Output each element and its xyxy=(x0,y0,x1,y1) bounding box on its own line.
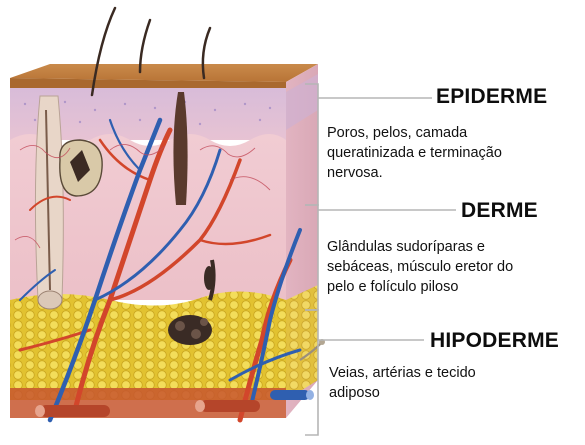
epiderme-title: EPIDERME xyxy=(436,85,547,109)
skin-surface xyxy=(10,64,318,92)
sebaceous-gland xyxy=(60,140,102,196)
derme-desc-line: pelo e folículo piloso xyxy=(327,279,458,295)
derme-description: Glândulas sudoríparas e sebáceas, múscul… xyxy=(327,237,513,297)
derme-desc-line: sebáceas, músculo eretor do xyxy=(327,259,513,275)
epiderme-description: Poros, pelos, camada queratinizada e ter… xyxy=(327,123,502,183)
derme-desc-line: Glândulas sudoríparas e xyxy=(327,239,485,255)
epiderme-desc-line: nervosa. xyxy=(327,165,383,181)
hipoderme-desc-line: Veias, artérias e tecido xyxy=(329,365,476,381)
hipoderme-title: HIPODERME xyxy=(430,329,559,353)
hipoderme-description: Veias, artérias e tecido adiposo xyxy=(329,363,476,403)
epiderme-desc-line: queratinizada e terminação xyxy=(327,145,502,161)
derme-title: DERME xyxy=(461,199,538,223)
hipoderme-desc-line: adiposo xyxy=(329,385,380,401)
skin-cross-section-illustration xyxy=(0,0,330,445)
right-side-face xyxy=(286,64,318,418)
epiderme-desc-line: Poros, pelos, camada xyxy=(327,125,467,141)
